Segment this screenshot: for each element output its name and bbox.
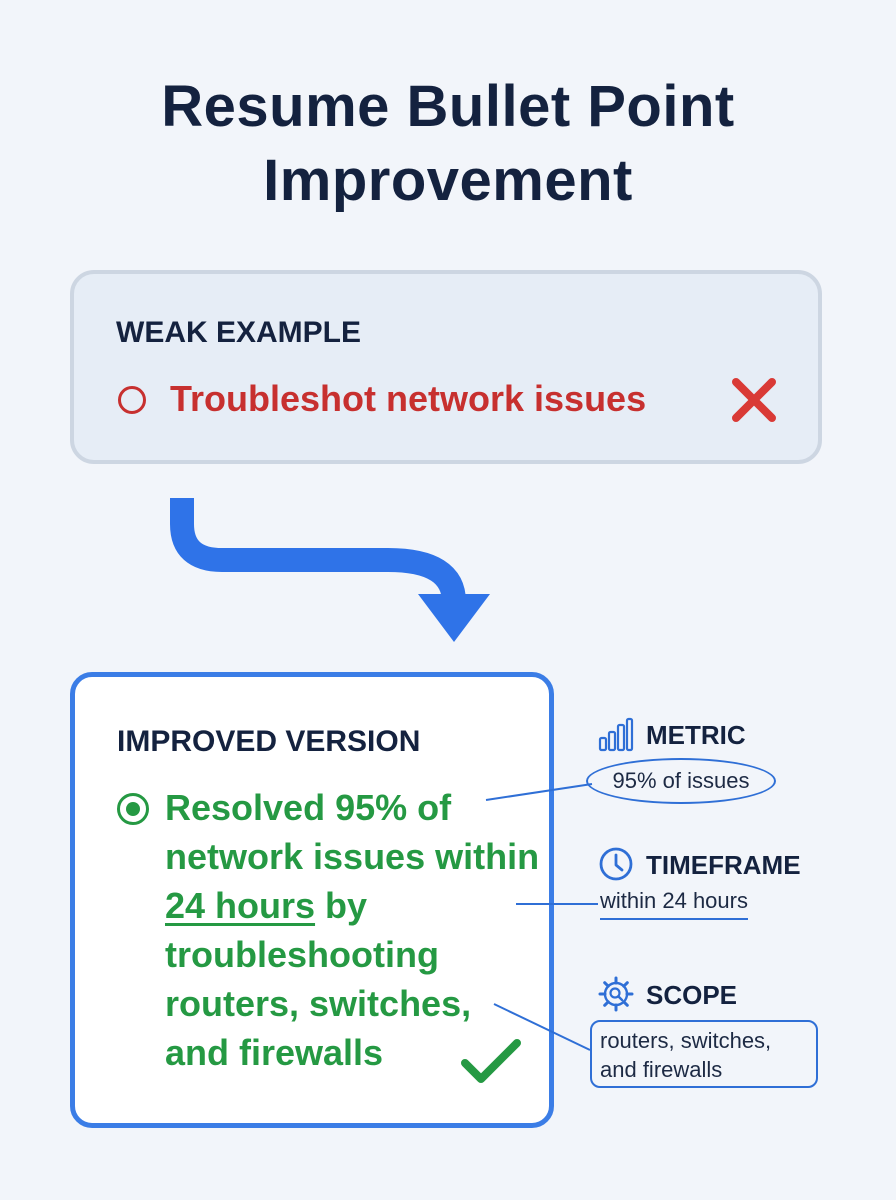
improved-bullet-text-part-2: by troubleshooting routers, switches, an…	[165, 885, 472, 1073]
improved-bullet-text: Resolved 95% of network issues within 24…	[165, 783, 545, 1077]
scope-value-line-1: routers, switches,	[600, 1028, 772, 1053]
filled-circle-icon	[117, 793, 149, 825]
transition-arrow	[170, 498, 490, 642]
metric-value: 95% of issues	[586, 758, 776, 804]
improved-bullet-text-part-1: Resolved 95% of network issues within	[165, 787, 540, 877]
weak-example-heading: WEAK EXAMPLE	[116, 316, 362, 349]
timeframe-value: within 24 hours	[600, 888, 748, 920]
bar-chart-icon	[598, 717, 634, 752]
page-title: Resume Bullet Point Improvement	[0, 70, 896, 218]
metric-label: METRIC	[646, 720, 746, 750]
checkmark-icon	[461, 1039, 521, 1083]
improved-version-heading: IMPROVED VERSION	[117, 725, 421, 758]
timeframe-label: TIMEFRAME	[646, 850, 801, 880]
weak-example-bullet-text: Troubleshot network issues	[170, 378, 647, 419]
scope-value: routers, switches, and firewalls	[590, 1020, 818, 1088]
clock-icon	[599, 847, 633, 881]
page-title-line-2: Improvement	[263, 148, 633, 213]
weak-example-card: WEAK EXAMPLE Troubleshot network issues	[70, 270, 822, 464]
empty-circle-icon	[118, 386, 146, 414]
page-title-line-1: Resume Bullet Point	[161, 74, 735, 139]
timeframe-highlight: 24 hours	[165, 885, 316, 926]
x-mark-icon	[732, 378, 776, 422]
gear-search-icon	[598, 976, 634, 1012]
scope-value-line-2: and firewalls	[600, 1057, 723, 1082]
scope-label: SCOPE	[646, 980, 738, 1010]
improved-version-card: IMPROVED VERSION Resolved 95% of network…	[70, 672, 554, 1128]
